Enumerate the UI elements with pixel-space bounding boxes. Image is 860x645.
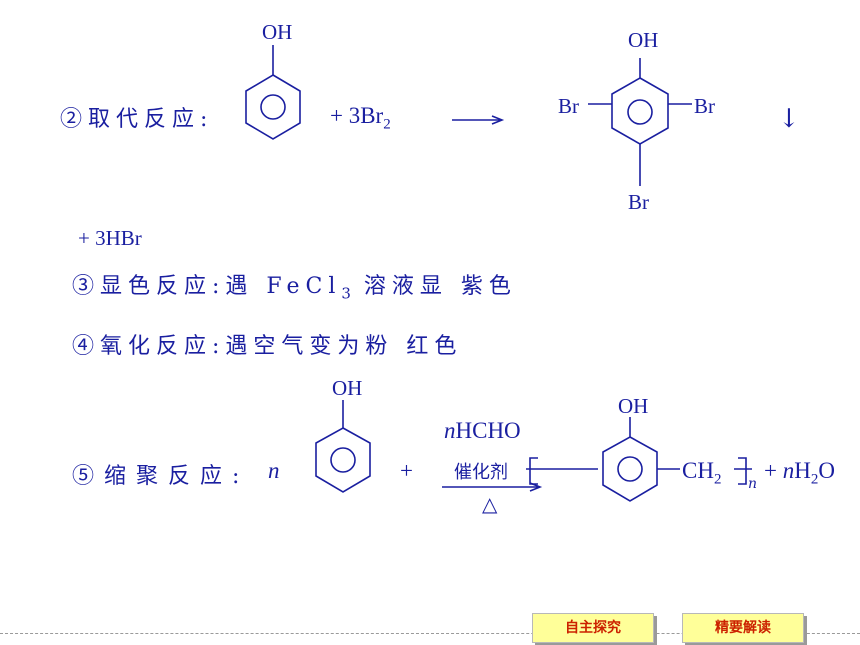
tribromophenol-structure: [588, 58, 692, 186]
footer-divider: [0, 633, 860, 634]
monomer-count-n: n: [268, 458, 280, 483]
plus-sign: +: [400, 458, 413, 483]
oh-label-r2-reactant: OH: [262, 20, 293, 44]
phenol-structure-r5: [315, 400, 371, 493]
polymer-degree-n: n: [748, 476, 758, 492]
reaction-arrow-r5: [442, 482, 543, 492]
oh-label-r5-product: OH: [618, 394, 649, 418]
reaction-5-label: ⑤缩聚反应:: [72, 464, 250, 489]
hbr-byproduct: + 3HBr: [78, 226, 142, 250]
precipitate-arrow-icon: ↓: [778, 104, 800, 134]
reaction-2-label: ②取代反应:: [60, 107, 214, 132]
key-interpretation-button[interactable]: 精要解读: [682, 613, 804, 643]
bromine-reagent: + 3Br2: [330, 103, 391, 133]
reaction-arrow-r2: [452, 115, 505, 125]
color-result-red: 红色: [406, 334, 463, 359]
reaction-3-text: ③显色反应:遇 FeCl3 溶液显 紫色: [72, 274, 517, 303]
catalyst-label: 催化剂: [454, 462, 508, 483]
reaction-4-text: ④氧化反应:遇空气变为粉 红色: [72, 334, 463, 359]
phenol-structure-r2: [245, 45, 301, 140]
br-label-bottom: Br: [628, 190, 649, 214]
formaldehyde-reagent: nHCHO: [444, 418, 521, 443]
water-byproduct: + nH2O: [764, 458, 835, 488]
color-result-purple: 紫色: [460, 274, 517, 299]
methylene-group: CH2: [682, 458, 722, 488]
br-label-left: Br: [558, 94, 579, 118]
phenolic-resin-structure: [526, 417, 752, 502]
heat-triangle-icon: △: [482, 492, 498, 516]
br-label-right: Br: [694, 94, 715, 118]
oh-label-r2-product: OH: [628, 28, 659, 52]
oh-label-r5-reactant: OH: [332, 376, 363, 400]
self-explore-button[interactable]: 自主探究: [532, 613, 654, 643]
